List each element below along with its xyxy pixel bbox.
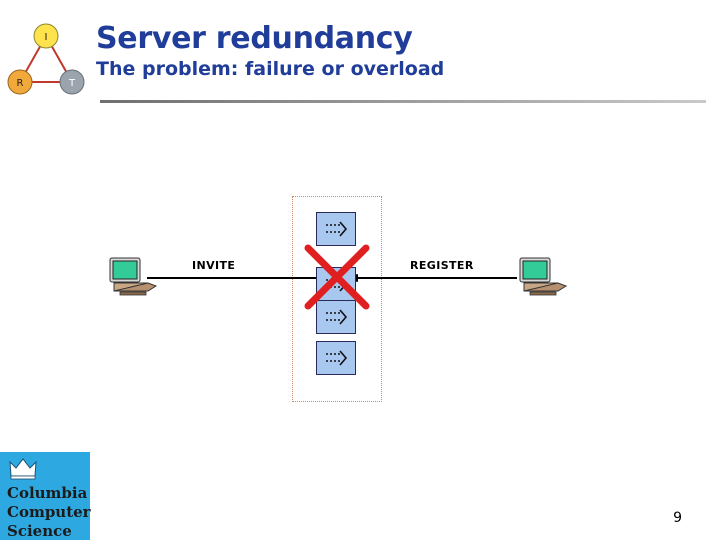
server-stack-icon [326, 221, 348, 237]
server-farm-group [292, 196, 382, 402]
endpoint-right [518, 256, 572, 303]
columbia-line-2: Computer [7, 503, 91, 521]
title-divider [100, 100, 706, 103]
columbia-crown-icon [8, 456, 38, 482]
server-node-1 [316, 212, 356, 246]
title-block: Server redundancy The problem: failure o… [96, 21, 706, 81]
label-invite: INVITE [192, 259, 236, 272]
columbia-line-3: Science [7, 522, 72, 540]
svg-text:I: I [45, 32, 48, 43]
register-connection-line [357, 277, 517, 279]
endpoint-left [108, 256, 162, 303]
label-register: REGISTER [410, 259, 474, 272]
invite-connection-line [147, 277, 317, 279]
network-diagram: INVITE REGISTER [0, 180, 720, 410]
server-node-4 [316, 341, 356, 375]
desktop-computer-icon [519, 257, 568, 296]
page-number: 9 [673, 510, 682, 526]
server-stack-icon [326, 309, 348, 325]
columbia-text: Columbia Computer Science [7, 484, 91, 541]
server-stack-icon [326, 350, 348, 366]
svg-text:T: T [68, 78, 76, 89]
page-title: Server redundancy [96, 21, 413, 56]
columbia-line-1: Columbia [7, 484, 88, 502]
server-node-3 [316, 300, 356, 334]
svg-text:R: R [17, 78, 24, 89]
page-subtitle: The problem: failure or overload [96, 58, 445, 80]
columbia-branding-block: Columbia Computer Science [0, 452, 91, 541]
presentation-logo: I R T [4, 6, 96, 98]
failure-cross-icon [302, 242, 372, 312]
desktop-computer-icon [109, 257, 158, 296]
